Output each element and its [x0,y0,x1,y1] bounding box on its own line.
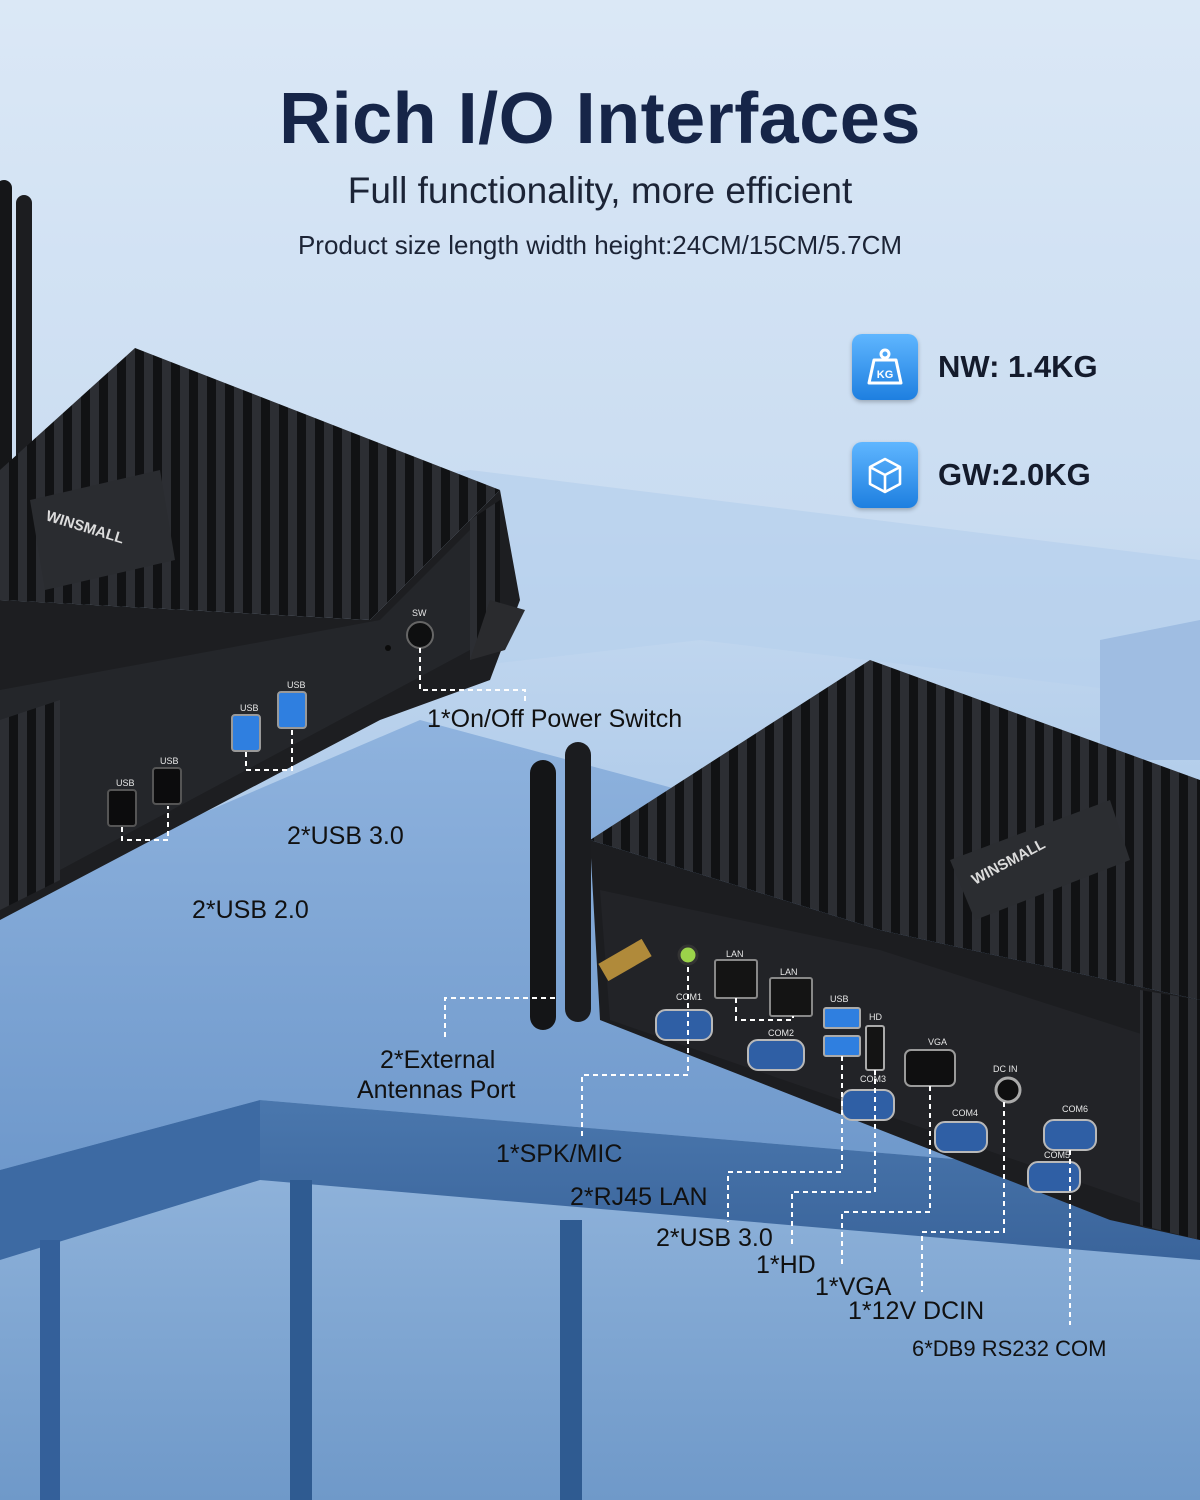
leader-spk-mic [581,967,689,1136]
heatsink-top [590,660,1200,1000]
leader-dcin [921,1102,1005,1292]
leader-antennas [444,997,555,1040]
left-mini-pc [0,180,525,920]
leader-vga [841,1086,931,1268]
callout-antennas-line1: 2*External [380,1046,496,1074]
brand-plate [950,800,1130,920]
side-fins [1140,990,1200,1240]
hd-port [865,1025,885,1071]
leader-lan [735,998,794,1021]
mark-com2: COM2 [768,1028,794,1038]
mark-usb: USB [830,994,849,1004]
com-port [747,1039,805,1071]
page-title: Rich I/O Interfaces [279,79,921,159]
callout-power-switch: 1*On/Off Power Switch [427,705,683,733]
spk-mic-jack [677,944,699,966]
side-fins [0,700,60,910]
page-subtitle: Full functionality, more efficient [347,170,853,211]
mark-sw: SW [412,608,427,618]
mark-usb: USB [240,703,259,713]
mark-com6: COM6 [1062,1104,1088,1114]
desk-front [260,1100,1200,1260]
gross-weight-label: GW:2.0KG [938,457,1091,492]
antenna [565,742,591,1022]
mark-dc-in: DC IN [993,1064,1018,1074]
usb3-port [231,714,261,752]
leader-power-switch [419,648,526,705]
mark-com3: COM3 [860,1074,886,1084]
dc-in-port [994,1076,1022,1104]
weight-icon-text: KG [877,369,894,381]
callout-spk-mic: 1*SPK/MIC [496,1140,623,1168]
mark-com5: COM5 [1044,1150,1070,1160]
product-size: Product size length width height:24CM/15… [297,230,903,260]
mark-vga: VGA [928,1037,947,1047]
com-port [1027,1161,1081,1193]
box-icon [852,442,918,508]
mark-usb: USB [160,756,179,766]
mark-usb: USB [287,680,306,690]
callout-dcin: 1*12V DCIN [848,1297,985,1325]
base-plate [470,600,525,660]
right-mini-pc [530,660,1200,1240]
brand-plate [30,470,175,590]
desk-leg [560,1220,582,1500]
mark-lan: LAN [780,967,798,977]
mark-usb: USB [116,778,135,788]
com-port [1043,1119,1097,1151]
background-wall [1100,620,1200,760]
leader-front-usb3 [245,730,293,771]
usb3-port [823,1035,861,1057]
callout-lan: 2*RJ45 LAN [570,1183,708,1211]
callout-leaders [121,648,1071,1325]
antenna [16,195,32,525]
leader-front-usb2 [121,806,169,841]
weight-kg-icon: KG [852,334,918,400]
com-port [841,1089,895,1121]
lan-port [714,959,758,999]
callout-hd: 1*HD [756,1251,816,1279]
usb2-port [152,767,182,805]
callout-front-usb3: 2*USB 3.0 [287,822,404,850]
power-button [406,621,434,649]
callout-com: 6*DB9 RS232 COM [912,1336,1107,1361]
vga-port [904,1049,956,1087]
antenna [0,180,12,520]
callout-rear-usb3: 2*USB 3.0 [656,1224,773,1252]
com-port [655,1009,713,1041]
callout-antennas-line2: Antennas Port [357,1076,516,1104]
lan-port [769,977,813,1017]
desk-leg [290,1180,312,1500]
mark-hd: HD [869,1012,882,1022]
usb3-port [823,1007,861,1029]
mark-com1: COM1 [676,992,702,1002]
callout-vga: 1*VGA [815,1273,892,1301]
mark-com4: COM4 [952,1108,978,1118]
usb2-port [107,789,137,827]
gross-weight-spec: GW:2.0KG [852,442,1192,508]
desk-side [0,1100,260,1260]
leader-hd [791,1070,876,1248]
antenna-connector [598,938,652,982]
net-weight-label: NW: 1.4KG [938,349,1098,384]
mark-lan: LAN [726,949,744,959]
usb3-port [277,691,307,729]
leader-rear-usb3 [727,1056,843,1222]
desk-leg [40,1240,60,1500]
com-port [934,1121,988,1153]
led [385,645,391,651]
net-weight-spec: KG NW: 1.4KG [852,334,1192,400]
antenna [530,760,556,1030]
callout-front-usb2: 2*USB 2.0 [192,896,309,924]
